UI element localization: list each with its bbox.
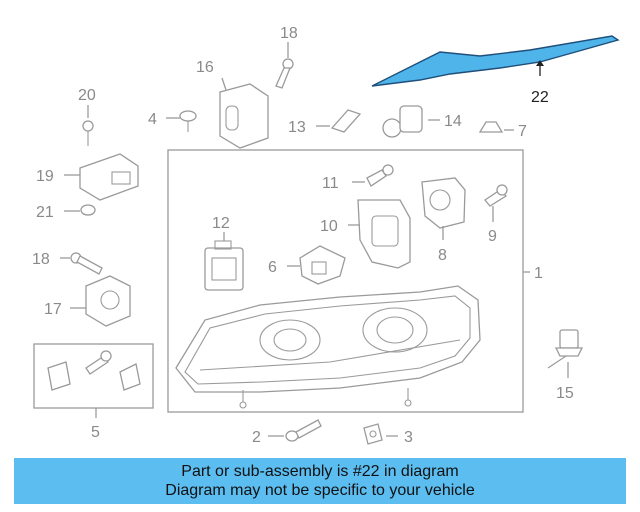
part-8-module[interactable]: 8 xyxy=(421,177,466,264)
part-3-clip[interactable]: 3 xyxy=(363,423,413,446)
callout-9: 9 xyxy=(488,228,497,245)
part-21-screw[interactable]: 21 xyxy=(36,204,96,221)
part-5-repair-kit[interactable]: 5 xyxy=(33,343,154,441)
callout-18-left: 18 xyxy=(32,251,50,268)
part-14-bulb[interactable]: 14 xyxy=(382,105,462,138)
parts-diagram: 22 1 12 6 10 xyxy=(32,25,620,446)
callout-4: 4 xyxy=(148,111,157,128)
part-7-grommet[interactable]: 7 xyxy=(478,121,527,140)
callout-6: 6 xyxy=(268,259,277,276)
banner-line-1: Part or sub-assembly is #22 in diagram xyxy=(181,463,459,480)
callout-2: 2 xyxy=(252,429,261,446)
callout-1: 1 xyxy=(534,265,543,282)
callout-16: 16 xyxy=(196,59,214,76)
callout-19: 19 xyxy=(36,168,54,185)
part-2-screw[interactable]: 2 xyxy=(252,419,322,446)
callout-21: 21 xyxy=(36,204,54,221)
headlamp-housing[interactable] xyxy=(175,285,481,409)
part-22-trim-strip[interactable]: 22 xyxy=(371,35,620,106)
callout-18-top: 18 xyxy=(280,25,298,42)
part-18-bolt-left[interactable]: 18 xyxy=(32,251,103,275)
callout-15: 15 xyxy=(556,385,574,402)
part-4-screw[interactable]: 4 xyxy=(148,110,197,132)
part-16-control-module[interactable]: 16 xyxy=(196,59,269,149)
callout-5: 5 xyxy=(91,424,100,441)
part-11-screw[interactable]: 11 xyxy=(322,164,394,192)
part-20-screw[interactable]: 20 xyxy=(78,87,96,146)
part-18-bolt-top[interactable]: 18 xyxy=(275,25,298,89)
callout-20: 20 xyxy=(78,87,96,104)
callout-8: 8 xyxy=(438,247,447,264)
callout-7: 7 xyxy=(518,123,527,140)
callout-17: 17 xyxy=(44,301,62,318)
info-banner: Part or sub-assembly is #22 in diagram D… xyxy=(14,458,626,504)
banner-line-2: Diagram may not be specific to your vehi… xyxy=(165,482,475,499)
callout-14: 14 xyxy=(444,113,462,130)
part-15-bulb[interactable]: 15 xyxy=(547,329,584,402)
callout-13: 13 xyxy=(288,119,306,136)
part-6-socket[interactable]: 6 xyxy=(268,245,346,285)
part-17-igniter[interactable]: 17 xyxy=(44,275,131,327)
callout-22: 22 xyxy=(531,89,549,106)
callout-10: 10 xyxy=(320,218,338,235)
part-9-bolt[interactable]: 9 xyxy=(484,184,508,245)
part-12-ballast[interactable]: 12 xyxy=(204,215,244,291)
part-13-clip[interactable]: 13 xyxy=(288,109,362,136)
callout-11: 11 xyxy=(322,175,339,192)
callout-3: 3 xyxy=(404,429,413,446)
part-19-module[interactable]: 19 xyxy=(36,153,139,201)
part-10-bracket[interactable]: 10 xyxy=(320,199,411,269)
assembly-box xyxy=(167,149,524,413)
callout-12: 12 xyxy=(212,215,230,232)
